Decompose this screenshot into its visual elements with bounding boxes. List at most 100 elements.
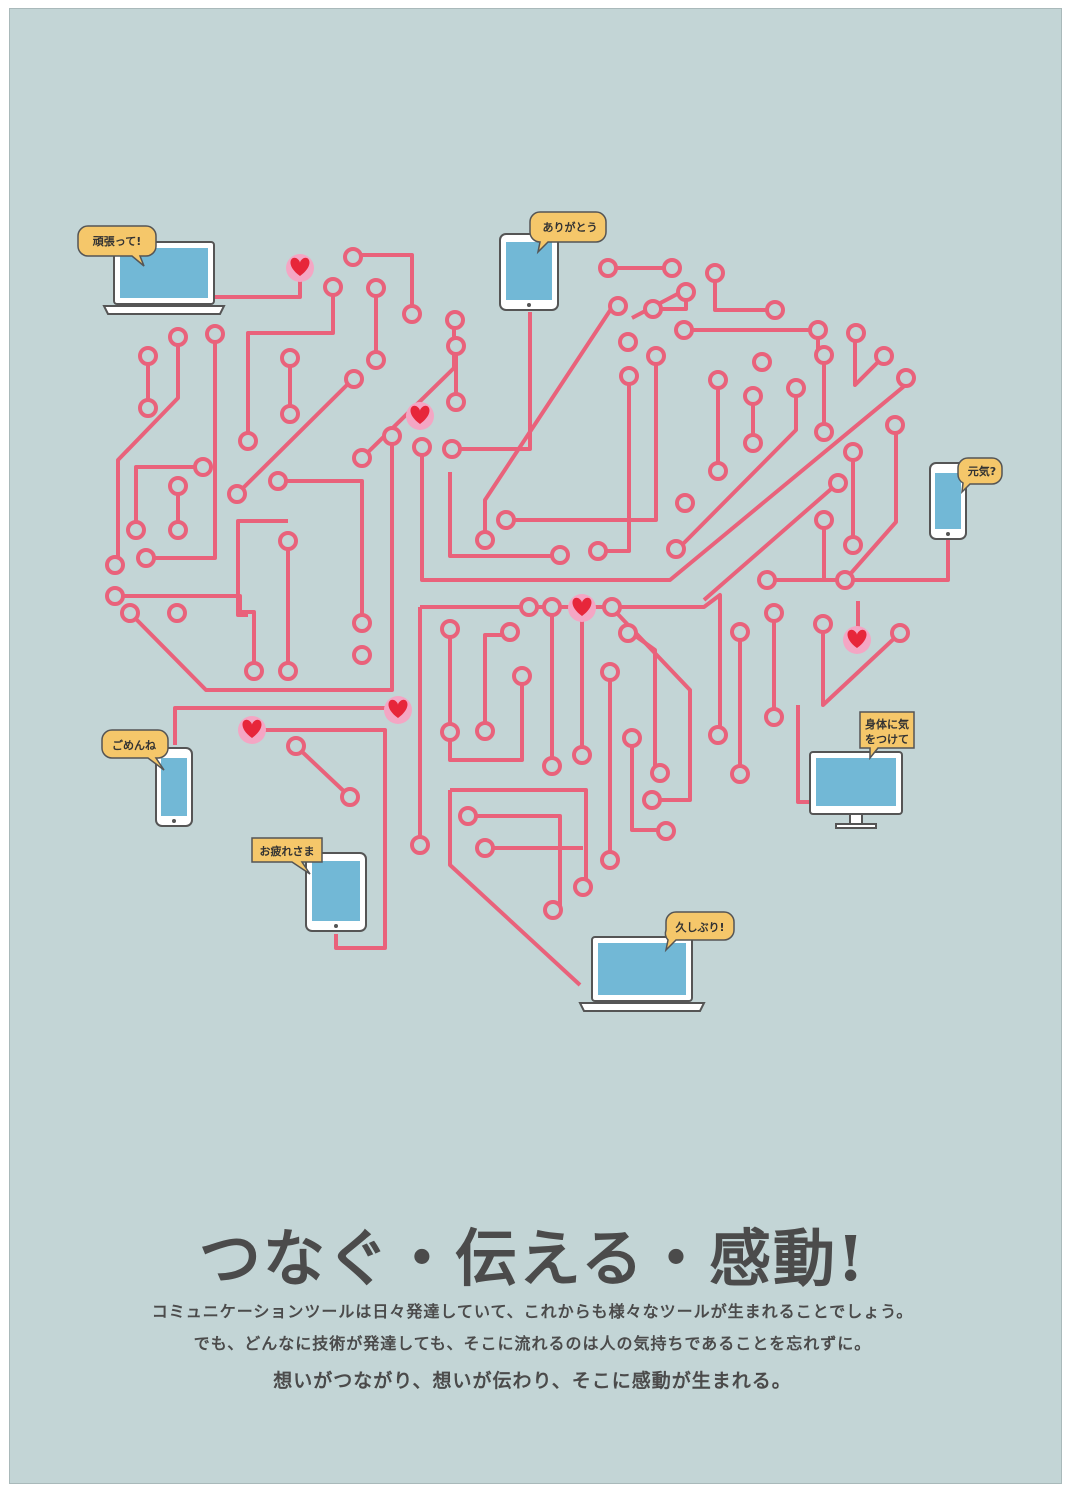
bubble-text-hisashiburi: 久しぶり! [675, 920, 724, 934]
circuit-trace [821, 624, 902, 707]
circuit-node [602, 597, 622, 617]
circuit-node [442, 439, 462, 459]
circuit-node [227, 484, 247, 504]
circuit-node [828, 473, 848, 493]
bubble-text-otsukare: お疲れさま [260, 844, 315, 858]
circuit-node [402, 304, 422, 324]
circuit-node [542, 597, 562, 617]
circuit-node [896, 368, 916, 388]
circuit-node [808, 320, 828, 340]
circuit-trace [116, 336, 180, 565]
desktop-monitor-icon [809, 751, 903, 829]
circuit-node [752, 352, 772, 372]
bubble-text-gomenne: ごめんね [112, 738, 156, 752]
circuit-node [278, 661, 298, 681]
circuit-trace [483, 633, 508, 731]
circuit-node [458, 806, 478, 826]
circuit-node [138, 346, 158, 366]
circuit-heart-illustration: 頑張って! ありがとう 元気? 身体に気 をつけて ごめんね お疲れさま 久しぶ… [77, 211, 1003, 1012]
circuit-node [835, 570, 855, 590]
speech-bubble-icon: 元気? [957, 457, 1003, 495]
circuit-node [573, 877, 593, 897]
circuit-trace [796, 705, 812, 804]
circuit-trace [294, 744, 352, 799]
circuit-node [622, 728, 642, 748]
circuit-node [843, 442, 863, 462]
circuit-node [757, 570, 777, 590]
circuit-trace [452, 312, 532, 451]
circuit-node [600, 850, 620, 870]
circuit-node [238, 431, 258, 451]
circuit-node [105, 555, 125, 575]
circuit-trace [450, 788, 588, 887]
circuit-node [168, 327, 188, 347]
circuit-node [496, 510, 516, 530]
circuit-node [352, 448, 372, 468]
circuit-node [512, 666, 532, 686]
circuit-trace [713, 273, 775, 312]
circuit-node [618, 623, 638, 643]
circuit-trace [468, 814, 562, 910]
tablet-icon [499, 233, 559, 311]
circuit-trace [628, 630, 657, 773]
circuit-node [286, 736, 306, 756]
circuit-node [708, 461, 728, 481]
circuit-node [167, 603, 187, 623]
heart-icon [568, 594, 596, 622]
body-line-1: コミュニケーションツールは日々発達していて、これからも様々なツールが生まれること… [151, 1302, 914, 1321]
circuit-node [500, 622, 520, 642]
smartphone-icon [155, 747, 193, 827]
circuit-trace [420, 593, 722, 733]
circuit-node [764, 603, 784, 623]
circuit-node [646, 346, 666, 366]
speech-bubble-icon: お疲れさま [251, 837, 323, 875]
circuit-node [280, 404, 300, 424]
circuit-node [743, 386, 763, 406]
circuit-node [656, 821, 676, 841]
circuit-node [475, 838, 495, 858]
speech-bubble-icon: ありがとう [529, 211, 607, 255]
body-line-3: 想いがつながり、想いが伝わり、そこに感動が生まれる。 [273, 1370, 792, 1392]
body-line-2: でも、どんなに技術が発達しても、そこに流れるのは人の気持ちであることを忘れずに。 [193, 1334, 872, 1353]
circuit-node [708, 370, 728, 390]
circuit-node [168, 520, 188, 540]
circuit-node [244, 661, 264, 681]
circuit-node [138, 398, 158, 418]
circuit-trace [630, 738, 666, 832]
circuit-node [205, 324, 225, 344]
circuit-trace [246, 286, 335, 440]
circuit-node [618, 332, 638, 352]
circuit-node [410, 835, 430, 855]
circuit-trace [146, 334, 217, 560]
circuit-trace [354, 253, 414, 314]
speech-bubble-icon: 頑張って! [77, 225, 157, 267]
circuit-node [643, 299, 663, 319]
bubble-text-karada-1: 身体に気 [865, 717, 909, 731]
circuit-trace [448, 472, 560, 558]
speech-bubble-icon: ごめんね [101, 729, 169, 771]
circuit-node [786, 378, 806, 398]
circuit-trace [236, 519, 288, 617]
circuit-node [382, 426, 402, 446]
circuit-node [550, 545, 570, 565]
circuit-trace [676, 388, 798, 551]
circuit-node [674, 320, 694, 340]
circuit-node [323, 277, 343, 297]
circuit-trace [235, 378, 354, 496]
circuit-node [600, 662, 620, 682]
circuit-node [366, 350, 386, 370]
circuit-trace [278, 479, 364, 623]
smartphone-icon [929, 462, 967, 540]
circuit-node [843, 535, 863, 555]
circuit-node [675, 493, 695, 513]
circuit-node [572, 745, 592, 765]
circuit-trace [448, 790, 582, 987]
circuit-node [440, 619, 460, 639]
circuit-node [650, 763, 670, 783]
circuit-node [168, 476, 188, 496]
bubble-text-karada-2: をつけて [865, 733, 909, 746]
bubble-text-arigatou: ありがとう [543, 220, 598, 234]
heart-icon [286, 254, 314, 282]
circuit-node [542, 756, 562, 776]
circuit-trace [702, 481, 840, 602]
